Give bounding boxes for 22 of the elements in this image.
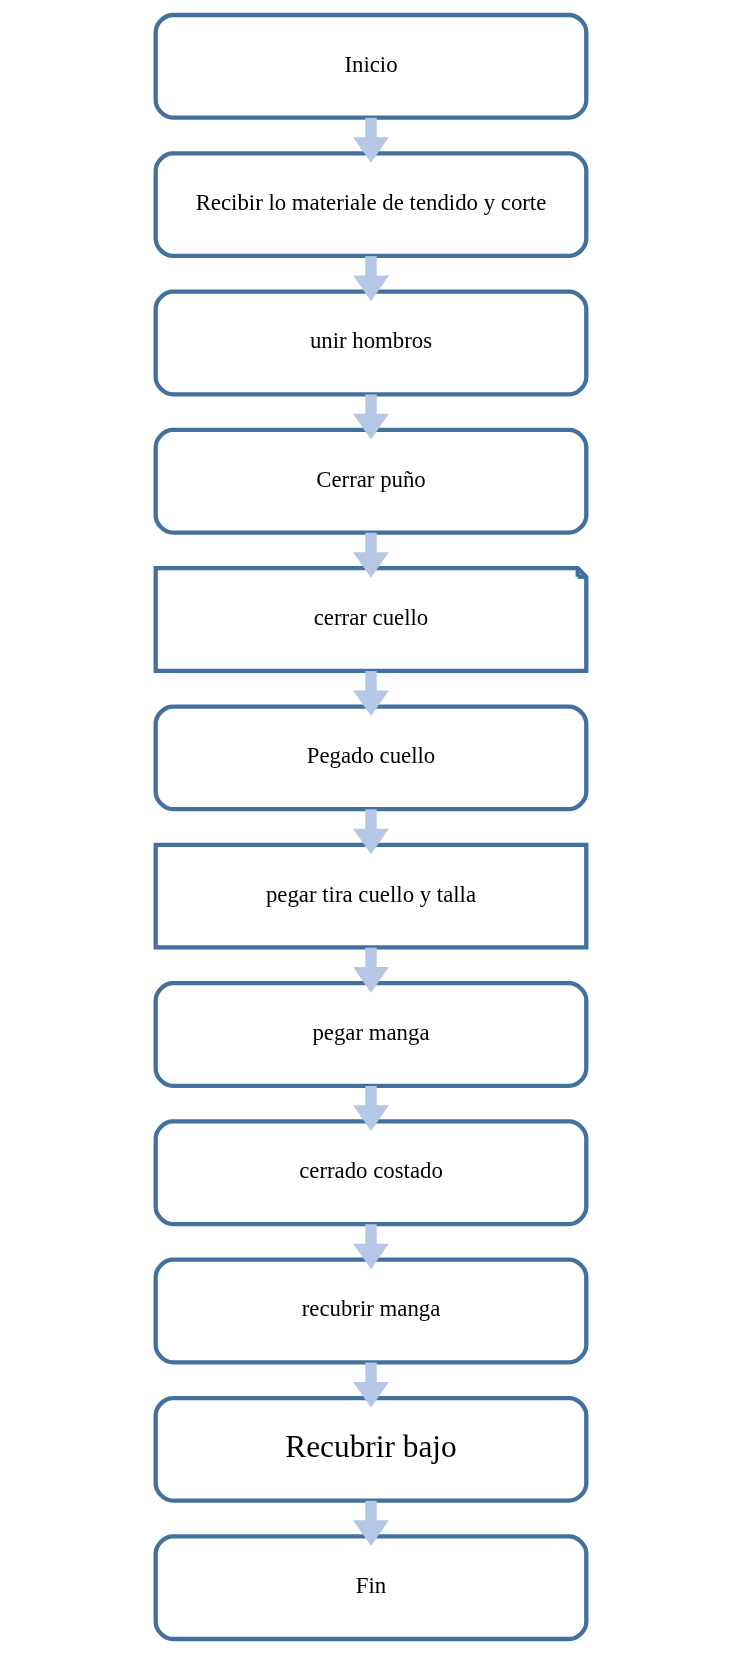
arrow	[352, 256, 389, 302]
arrow	[352, 1362, 389, 1408]
node-box: recubrir manga	[153, 1257, 588, 1365]
node-box: unir hombros	[153, 289, 588, 397]
arrow	[352, 1224, 389, 1270]
node-box: Pegado cuello	[153, 704, 588, 812]
node-box: Recibir lo materiale de tendido y corte	[153, 151, 588, 259]
node-box: Fin	[153, 1534, 588, 1642]
arrow	[352, 394, 389, 440]
arrow	[352, 947, 389, 993]
arrow	[352, 117, 389, 163]
node-box: Cerrar puño	[153, 427, 588, 535]
node-box: cerrado costado	[153, 1119, 588, 1227]
arrow	[352, 1500, 389, 1546]
arrow	[352, 532, 389, 578]
node-box: Recubrir bajo	[153, 1395, 588, 1503]
node-box: pegar manga	[153, 981, 588, 1088]
node-box: pegar tira cuello y talla	[153, 842, 588, 950]
arrow	[352, 1085, 389, 1131]
arrow	[352, 809, 389, 855]
node-box: Inicio	[153, 12, 588, 120]
arrow	[352, 671, 389, 717]
